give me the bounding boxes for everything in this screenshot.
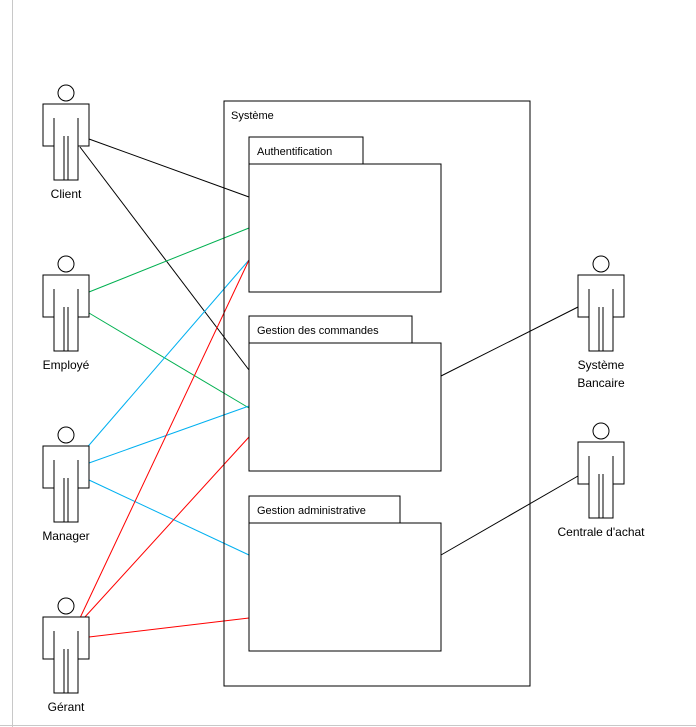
association-lines xyxy=(79,138,579,638)
package-label: Gestion des commandes xyxy=(257,325,379,337)
association-achat-admin xyxy=(440,475,579,556)
package-tab xyxy=(248,136,364,165)
association-manager-admin xyxy=(88,479,250,556)
actor-label: Manager xyxy=(42,529,89,543)
package-orders: Gestion des commandes xyxy=(248,315,442,472)
association-manager-orders xyxy=(88,405,250,464)
actor-manager: Manager xyxy=(42,426,90,543)
canvas-left-border xyxy=(12,0,13,727)
system-label: Système xyxy=(231,110,274,122)
association-gerant-orders xyxy=(83,436,250,619)
actor-label: Centrale d'achat xyxy=(557,525,645,539)
actor-achat: Centrale d'achat xyxy=(557,422,645,539)
actor-client: Client xyxy=(42,84,90,201)
actor-label: Employé xyxy=(43,358,90,372)
association-client-orders xyxy=(79,146,250,371)
actor-label: Système xyxy=(578,358,625,372)
actor-icon xyxy=(42,255,90,352)
package-tab xyxy=(248,495,401,524)
actor-icon xyxy=(42,84,90,181)
system-boundary: Système xyxy=(223,100,531,687)
package-admin: Gestion administrative xyxy=(248,495,442,652)
package-body xyxy=(248,163,442,293)
association-gerant-admin xyxy=(88,617,250,638)
package-label: Authentification xyxy=(257,146,332,158)
actor-label: Bancaire xyxy=(577,376,625,390)
association-banque-orders xyxy=(440,306,579,377)
package-body xyxy=(248,522,442,652)
package-tab xyxy=(248,315,413,344)
package-auth: Authentification xyxy=(248,136,442,293)
association-employe-orders xyxy=(88,312,250,409)
actor-icon xyxy=(42,426,90,523)
package-body xyxy=(248,342,442,472)
actor-icon xyxy=(577,422,625,519)
actor-gerant: Gérant xyxy=(42,597,90,714)
association-manager-auth xyxy=(83,259,250,452)
actor-icon xyxy=(577,255,625,352)
association-gerant-auth xyxy=(79,259,250,619)
actor-label: Gérant xyxy=(48,700,85,714)
association-client-auth xyxy=(88,138,250,198)
canvas-bottom-border xyxy=(0,725,696,726)
actor-label: Client xyxy=(51,187,82,201)
package-label: Gestion administrative xyxy=(257,505,366,517)
actor-employe: Employé xyxy=(42,255,90,372)
actor-icon xyxy=(42,597,90,694)
association-employe-auth xyxy=(88,227,250,293)
